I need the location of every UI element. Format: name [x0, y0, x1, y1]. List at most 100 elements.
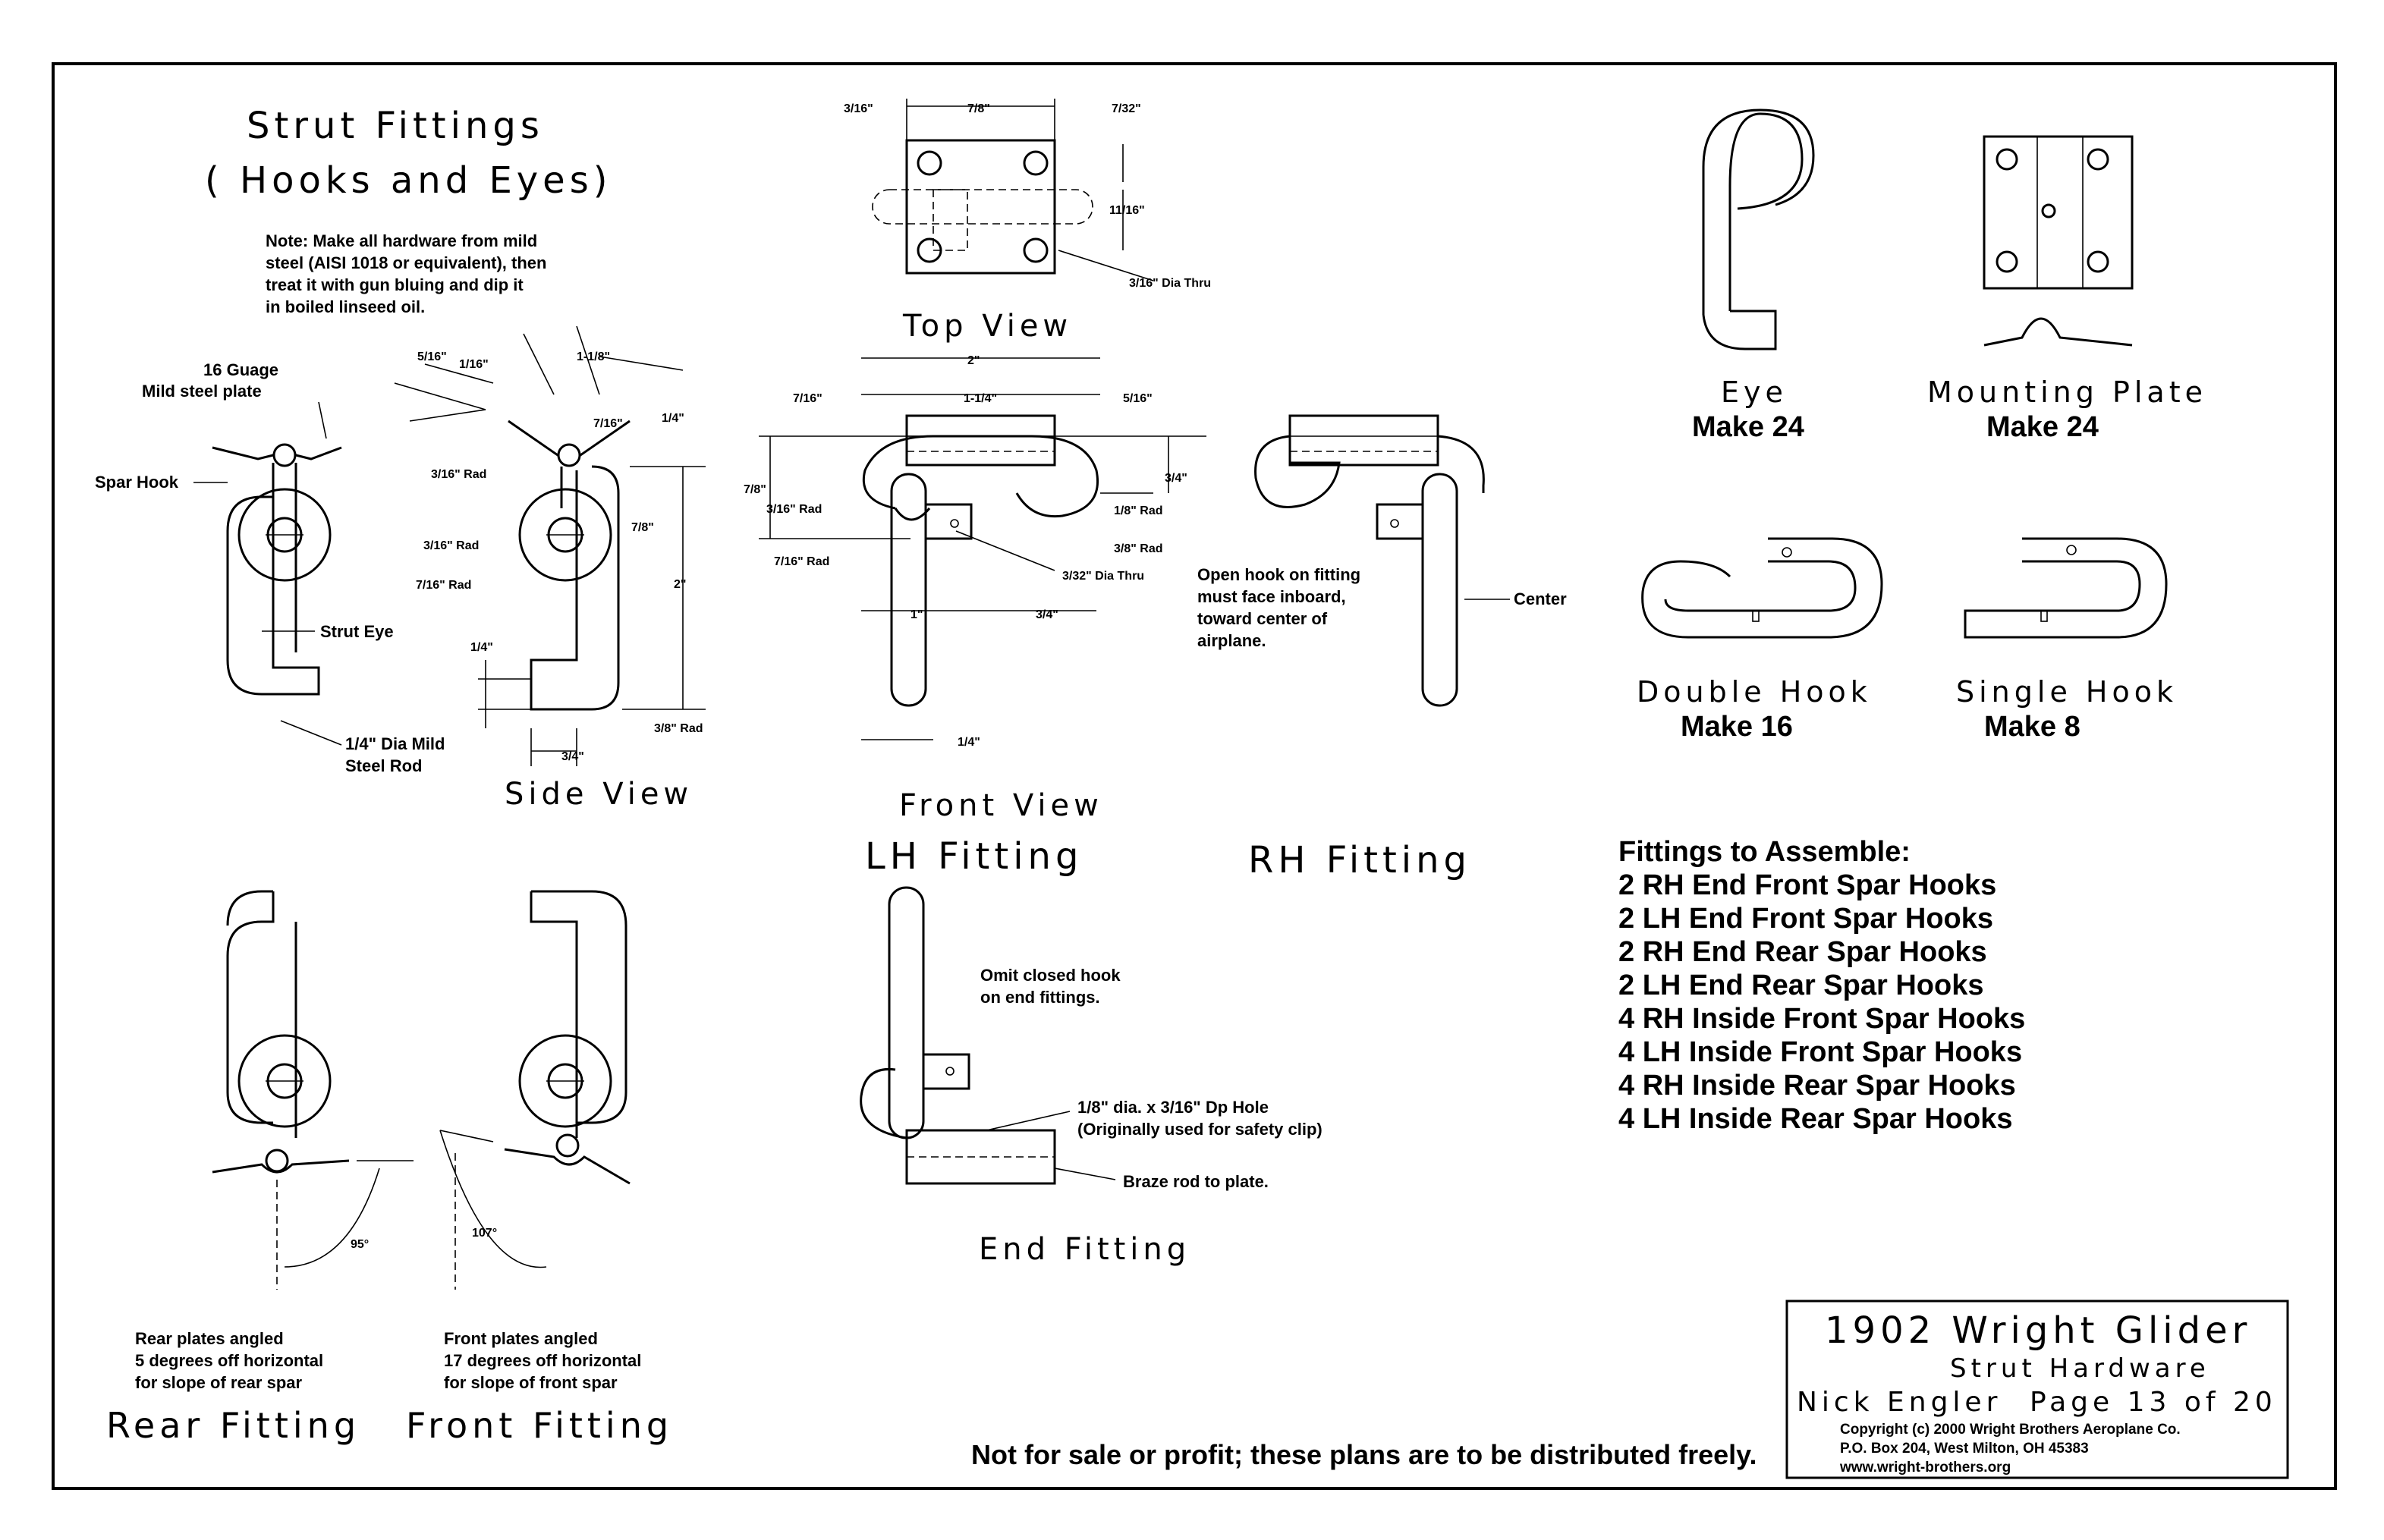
hardware-note: Note: Make all hardware from mild steel … — [266, 231, 546, 316]
heading-line2: ( Hooks and Eyes) — [205, 159, 612, 202]
dim-front-1: 7/16" — [793, 392, 822, 405]
dim-side-3: 7/16" — [593, 417, 623, 430]
assembly-item: 2 RH End Rear Spar Hooks — [1618, 936, 1987, 968]
dim-side-4: 1/4" — [662, 412, 684, 425]
part-single-hook-qty: Make 8 — [1984, 711, 2080, 743]
assembly-list: Fittings to Assemble: 2 RH End Front Spa… — [1618, 836, 2025, 1135]
dim-front-9: 7/16" Rad — [774, 555, 829, 568]
part-mounting-plate-name: Mounting Plate — [1927, 376, 2207, 409]
rear-note-3: for slope of rear spar — [135, 1373, 303, 1392]
dim-side-5: 3/16" Rad — [431, 468, 486, 481]
dim-side-7: 7/16" Rad — [416, 579, 471, 592]
dim-side-2: 1-1/8" — [577, 350, 610, 363]
dim-side-0: 5/16" — [417, 350, 447, 363]
open-hook-note-2: must face inboard, — [1197, 587, 1346, 606]
title-author: Nick Engler — [1797, 1387, 2002, 1418]
angle-front: 107° — [472, 1227, 497, 1240]
dim-side-11: 3/4" — [561, 750, 584, 763]
end-fitting: Omit closed hook on end fittings. 1/8" d… — [860, 886, 1323, 1267]
plate-label-1: 16 Guage — [203, 360, 278, 379]
dim-front-10: 3/32" Dia Thru — [1062, 570, 1144, 583]
dim-front-8: 3/8" Rad — [1114, 542, 1163, 555]
open-hook-note-1: Open hook on fitting — [1197, 565, 1360, 584]
rear-fitting: 95° Rear plates angled 5 degrees off hor… — [106, 890, 414, 1446]
dim-side-8: 7/8" — [631, 521, 654, 534]
svg-text:Note: Make all hardware from: Note: Make all hardware from mild — [266, 231, 537, 250]
side-view: 5/16" 1/16" 1-1/8" 7/16" 1/4" 3/16" Rad … — [394, 325, 706, 812]
lh-fitting-front-view: 2" 7/16" 1-1/4" 5/16" 7/8" 3/4" 3/16" Ra… — [744, 354, 1206, 878]
rod-label-2: Steel Rod — [345, 756, 422, 775]
assembly-heading: Fittings to Assemble: — [1618, 836, 1911, 868]
dim-top-1: 7/8" — [967, 102, 990, 115]
rear-note-2: 5 degrees off horizontal — [135, 1351, 323, 1370]
part-mounting-plate: Mounting Plate Make 24 — [1927, 135, 2207, 443]
dim-side-10: 1/4" — [470, 641, 493, 654]
angle-rear: 95° — [351, 1238, 369, 1251]
title-page: Page 13 of 20 — [2030, 1387, 2277, 1418]
side-view-title: Side View — [505, 777, 693, 812]
assembly-item: 4 LH Inside Rear Spar Hooks — [1618, 1103, 2013, 1135]
part-double-hook-name: Double Hook — [1637, 675, 1872, 709]
dim-front-4: 7/8" — [744, 483, 766, 496]
part-eye-name: Eye — [1721, 376, 1788, 409]
title-project: 1902 Wright Glider — [1825, 1309, 2251, 1352]
rear-note-1: Rear plates angled — [135, 1329, 284, 1348]
dim-front-11: 1" — [911, 608, 923, 621]
dim-side-12: 3/8" Rad — [654, 722, 703, 735]
front-note-2: 17 degrees off horizontal — [444, 1351, 641, 1370]
front-view-title: Front View — [899, 788, 1103, 823]
plate-label-2: Mild steel plate — [142, 382, 262, 401]
svg-text:steel (AISI 1018 or equivalent: steel (AISI 1018 or equivalent), then — [266, 253, 546, 272]
assembly-item: 4 RH Inside Front Spar Hooks — [1618, 1003, 2025, 1035]
title-website: www.wright-brothers.org — [1839, 1460, 2011, 1476]
sheet-border — [52, 62, 2337, 1490]
omit-note-1: Omit closed hook — [980, 966, 1121, 985]
lh-fitting-title: LH Fitting — [865, 835, 1083, 878]
spar-hook-label: Spar Hook — [95, 473, 179, 492]
front-fitting-title: Front Fitting — [406, 1405, 673, 1446]
omit-note-2: on end fittings. — [980, 988, 1100, 1007]
dim-front-0: 2" — [967, 354, 980, 367]
assembly-item: 2 LH End Rear Spar Hooks — [1618, 970, 1983, 1001]
hole-note-2: (Originally used for safety clip) — [1077, 1120, 1323, 1139]
center-label: Center — [1514, 589, 1567, 608]
heading-line1: Strut Fittings — [247, 105, 544, 147]
svg-text:in boiled linseed oil.: in boiled linseed oil. — [266, 297, 425, 316]
title-sheet: Strut Hardware — [1950, 1353, 2210, 1384]
end-fitting-title: End Fitting — [979, 1232, 1190, 1267]
part-double-hook-qty: Make 16 — [1681, 711, 1793, 743]
title-block: 1902 Wright Glider Strut Hardware Nick E… — [1785, 1300, 2289, 1479]
strut-eye-assembly: 16 Guage Mild steel plate Spar Hook Stru… — [95, 360, 445, 775]
disclaimer: Not for sale or profit; these plans are … — [971, 1439, 1757, 1470]
title-address: P.O. Box 204, West Milton, OH 45383 — [1840, 1441, 2089, 1457]
dim-front-7: 1/8" Rad — [1114, 504, 1163, 517]
dim-front-6: 3/16" Rad — [766, 503, 822, 516]
rh-fitting-title: RH Fitting — [1248, 839, 1471, 882]
strut-eye-label: Strut Eye — [320, 622, 394, 641]
title-copyright: Copyright (c) 2000 Wright Brothers Aerop… — [1840, 1422, 2181, 1438]
dim-top-4: 3/16" Dia Thru — [1129, 277, 1211, 290]
front-note-1: Front plates angled — [444, 1329, 598, 1348]
dim-side-6: 3/16" Rad — [423, 539, 479, 552]
rear-fitting-title: Rear Fitting — [106, 1405, 360, 1446]
top-view-title: Top View — [902, 309, 1072, 344]
braze-note: Braze rod to plate. — [1123, 1172, 1269, 1191]
dim-front-3: 5/16" — [1123, 392, 1153, 405]
open-hook-note-4: airplane. — [1197, 631, 1266, 650]
assembly-item: 4 RH Inside Rear Spar Hooks — [1618, 1070, 2016, 1102]
front-note-3: for slope of front spar — [444, 1373, 618, 1392]
dim-front-2: 1-1/4" — [964, 392, 997, 405]
part-double-hook: Double Hook Make 16 — [1637, 537, 1883, 743]
open-hook-note-3: toward center of — [1197, 609, 1328, 628]
part-single-hook-name: Single Hook — [1956, 675, 2178, 709]
part-eye-qty: Make 24 — [1692, 411, 1804, 443]
front-fitting: 107° Front plates angled 17 degrees off … — [406, 890, 673, 1446]
dim-front-5: 3/4" — [1165, 472, 1187, 485]
svg-text:treat it with gun bluing and d: treat it with gun bluing and dip it — [266, 275, 524, 294]
dim-side-1: 1/16" — [459, 358, 489, 371]
dim-top-2: 7/32" — [1112, 102, 1141, 115]
assembly-item: 2 LH End Front Spar Hooks — [1618, 903, 1993, 935]
dim-side-9: 2" — [674, 578, 686, 591]
assembly-item: 4 LH Inside Front Spar Hooks — [1618, 1036, 2022, 1068]
